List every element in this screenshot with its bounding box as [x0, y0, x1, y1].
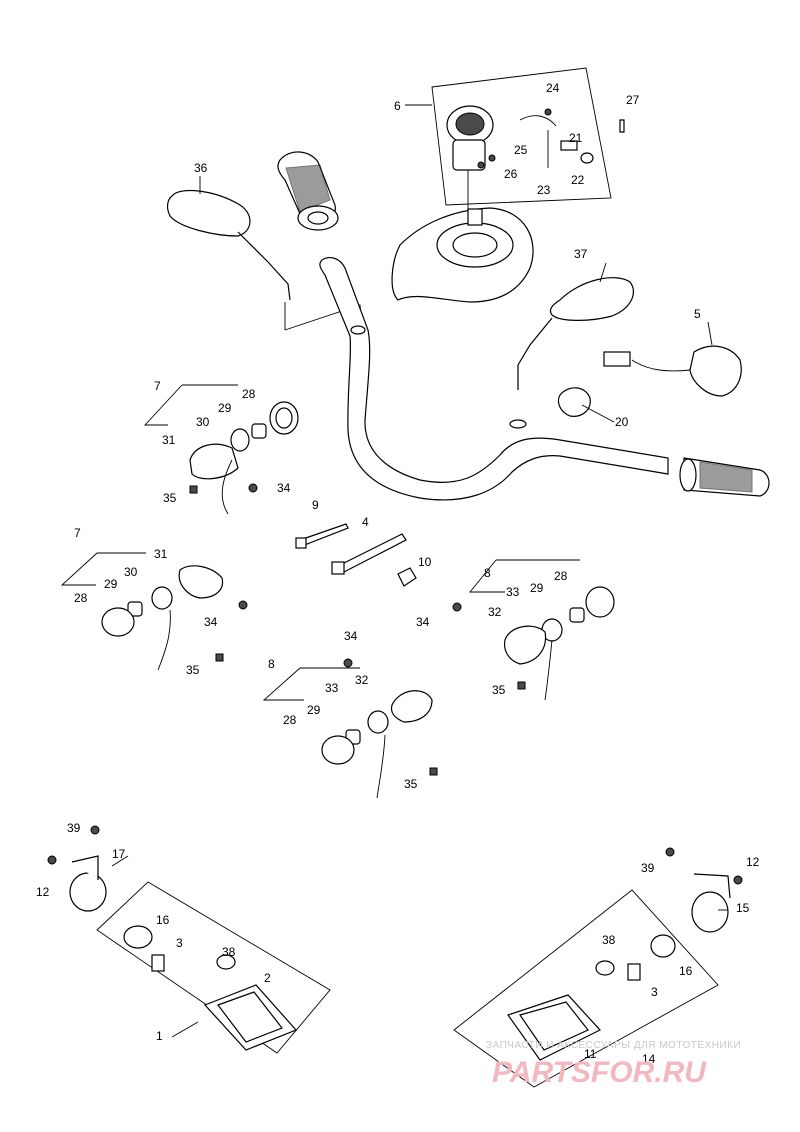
callout-label: 34 — [344, 629, 358, 643]
callout-label: 34 — [204, 615, 218, 629]
callout-label: 15 — [736, 901, 750, 915]
callout-label: 30 — [124, 565, 138, 579]
leader-lines — [111, 104, 728, 1038]
callout-label: 39 — [67, 821, 81, 835]
turn-signal-front-right — [60, 552, 248, 671]
callout-label: 1 — [156, 1029, 163, 1043]
callout-label: 16 — [679, 964, 693, 978]
callout-label: 37 — [574, 247, 588, 261]
callout-label: 39 — [641, 861, 655, 875]
callout-label: 16 — [156, 913, 170, 927]
callout-label: 12 — [36, 885, 50, 899]
turn-signal-rear-right — [452, 559, 615, 701]
callout-label: 31 — [154, 547, 168, 561]
callout-label: 29 — [104, 577, 118, 591]
callout-label: 24 — [546, 81, 560, 95]
callout-label: 32 — [355, 673, 369, 687]
callout-label: 10 — [418, 555, 432, 569]
turn-signal-front-left — [143, 384, 299, 515]
meter-assembly — [431, 67, 625, 212]
callout-label: 32 — [488, 605, 502, 619]
turn-signal-rear-left — [262, 658, 438, 799]
callout-label: 6 — [394, 99, 401, 113]
callout-numbers: 1 2 3 3 4 5 6 7 7 8 8 9 10 11 12 12 14 1… — [36, 81, 760, 1066]
partsfor-watermark: ЗАПЧАСТИ И АКСЕССУАРЫ ДЛЯ МОТОТЕХНИКИ PA… — [486, 1040, 741, 1089]
callout-label: 3 — [176, 936, 183, 950]
callout-label: 30 — [196, 415, 210, 429]
callout-label: 9 — [312, 498, 319, 512]
callout-label: 4 — [362, 515, 369, 529]
left-mirror — [166, 189, 363, 331]
callout-label: 29 — [530, 581, 544, 595]
callout-label: 28 — [283, 713, 297, 727]
callout-label: 5 — [694, 307, 701, 321]
callout-label: 7 — [154, 379, 161, 393]
left-fog-lamp — [47, 825, 331, 1054]
callout-label: 8 — [484, 566, 491, 580]
callout-label: 7 — [74, 526, 81, 540]
callout-label: 12 — [746, 855, 760, 869]
callout-label: 29 — [307, 703, 321, 717]
callout-label: 33 — [325, 681, 339, 695]
callout-label: 28 — [74, 591, 88, 605]
callout-label: 8 — [268, 657, 275, 671]
callout-label: 17 — [112, 847, 126, 861]
cable-ties — [295, 523, 417, 587]
callout-label: 23 — [537, 183, 551, 197]
callout-label: 35 — [163, 491, 177, 505]
handlebar — [319, 257, 669, 501]
handlebar-cover — [391, 207, 534, 303]
right-mirror — [517, 277, 634, 390]
callout-label: 3 — [651, 985, 658, 999]
callout-label: 28 — [554, 569, 568, 583]
callout-label: 2 — [264, 971, 271, 985]
callout-label: 14 — [642, 1052, 656, 1066]
callout-label: 26 — [504, 167, 518, 181]
callout-label: 22 — [571, 173, 585, 187]
left-grip — [277, 151, 339, 231]
callout-label: 31 — [162, 433, 176, 447]
callout-label: 21 — [569, 131, 583, 145]
callout-label: 27 — [626, 93, 640, 107]
callout-label: 36 — [194, 161, 208, 175]
callout-label: 38 — [602, 933, 616, 947]
right-switch — [603, 345, 742, 397]
callout-label: 28 — [242, 387, 256, 401]
callout-label: 34 — [277, 481, 291, 495]
callout-label: 25 — [514, 143, 528, 157]
right-grip — [679, 457, 770, 497]
callout-label: 35 — [492, 683, 506, 697]
callout-label: 11 — [584, 1047, 597, 1061]
callout-label: 33 — [506, 585, 520, 599]
callout-label: 35 — [186, 663, 200, 677]
callout-label: 38 — [222, 945, 236, 959]
callout-label: 35 — [404, 777, 418, 791]
callout-label: 29 — [218, 401, 232, 415]
callout-label: 34 — [416, 615, 430, 629]
right-fog-lamp — [453, 847, 743, 1088]
switch-20 — [557, 387, 591, 417]
watermark-brand: PARTSFOR.RU — [492, 1056, 707, 1089]
callout-label: 20 — [615, 415, 629, 429]
watermark-tagline: ЗАПЧАСТИ И АКСЕССУАРЫ ДЛЯ МОТОТЕХНИКИ — [486, 1040, 741, 1051]
